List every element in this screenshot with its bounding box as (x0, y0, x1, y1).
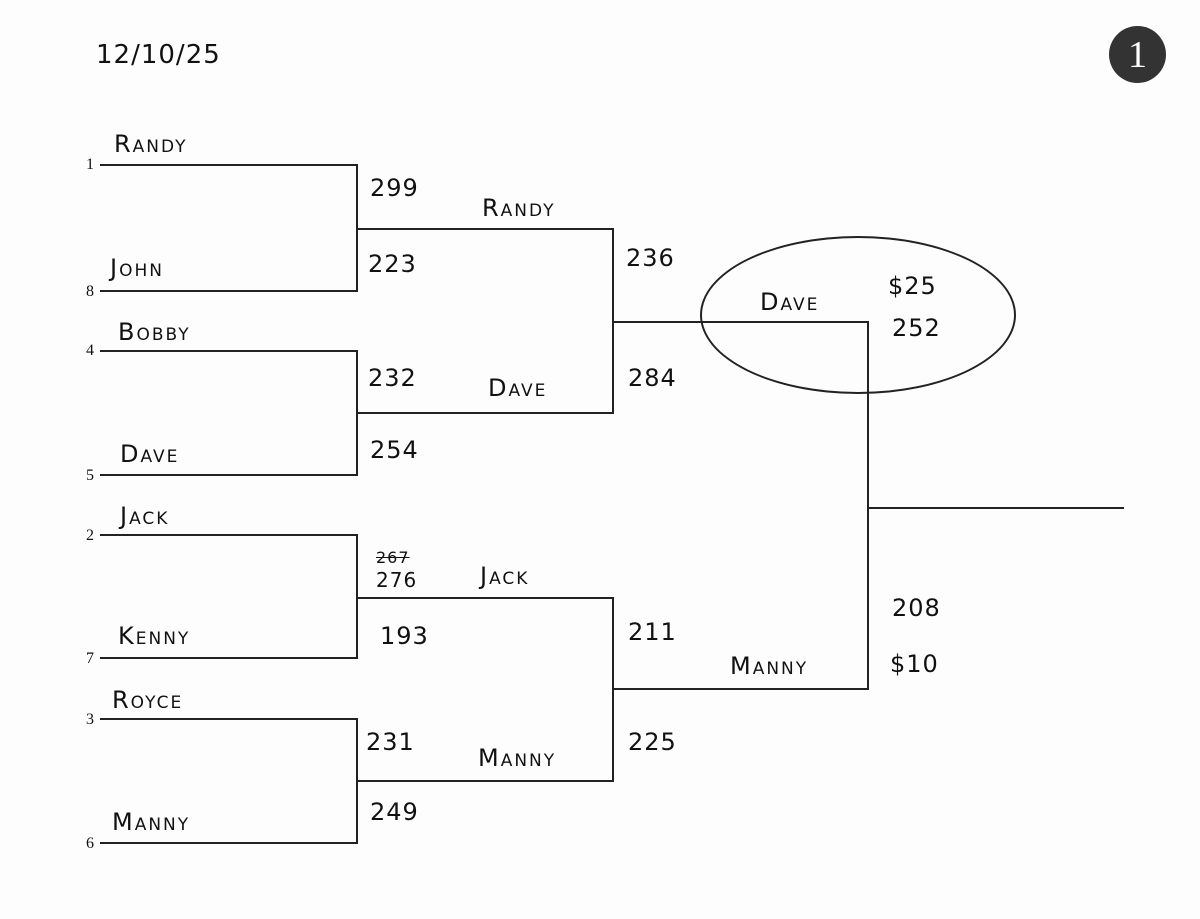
seed: 5 (86, 467, 94, 484)
winner-circle (700, 236, 1016, 394)
score: 211 (628, 618, 677, 646)
score: 252 (892, 314, 941, 342)
score: 225 (628, 728, 677, 756)
player-name: Manny (478, 744, 557, 772)
score: 276 (376, 568, 418, 592)
player-name: Jack (120, 502, 170, 530)
seed: 6 (86, 835, 94, 852)
bracket-line (100, 534, 358, 536)
prize: $25 (888, 272, 937, 300)
bracket-line (100, 350, 358, 352)
score: 284 (628, 364, 677, 392)
bracket-line (612, 688, 869, 690)
prize: $10 (890, 650, 939, 678)
score: 231 (366, 728, 415, 756)
seed: 3 (86, 711, 94, 728)
bracket-line (100, 657, 358, 659)
player-name: Dave (120, 440, 180, 468)
player-name: Manny (730, 652, 809, 680)
bracket-line (356, 412, 614, 414)
score: 232 (368, 364, 417, 392)
champion-line (867, 507, 1124, 509)
player-name: Royce (112, 686, 184, 714)
score: 193 (380, 622, 429, 650)
bracket-line (100, 290, 358, 292)
bracket-line (356, 597, 614, 599)
bracket-line (100, 474, 358, 476)
player-name: Bobby (118, 318, 191, 346)
score: 299 (370, 174, 419, 202)
page-number-badge: 1 (1109, 26, 1166, 83)
seed: 2 (86, 527, 94, 544)
player-name: John (110, 254, 164, 282)
bracket-line (356, 228, 614, 230)
score: 208 (892, 594, 941, 622)
seed: 4 (86, 342, 94, 359)
player-name: Randy (114, 130, 188, 158)
player-name: Dave (760, 288, 820, 316)
score: 223 (368, 250, 417, 278)
score: 254 (370, 436, 419, 464)
score: 236 (626, 244, 675, 272)
player-name: Manny (112, 808, 191, 836)
bracket-line (356, 780, 614, 782)
bracket-line (356, 534, 358, 659)
bracket-line (100, 164, 358, 166)
bracket-line (100, 718, 358, 720)
seed: 8 (86, 283, 94, 300)
score: 249 (370, 798, 419, 826)
seed: 7 (86, 650, 94, 667)
player-name: Randy (482, 194, 556, 222)
bracket-line (867, 321, 869, 690)
date: 12/10/25 (96, 40, 221, 70)
player-name: Jack (480, 562, 530, 590)
struck-score: 267 (376, 548, 410, 567)
bracket-line (100, 842, 358, 844)
seed: 1 (86, 156, 94, 173)
player-name: Kenny (118, 622, 191, 650)
player-name: Dave (488, 374, 548, 402)
